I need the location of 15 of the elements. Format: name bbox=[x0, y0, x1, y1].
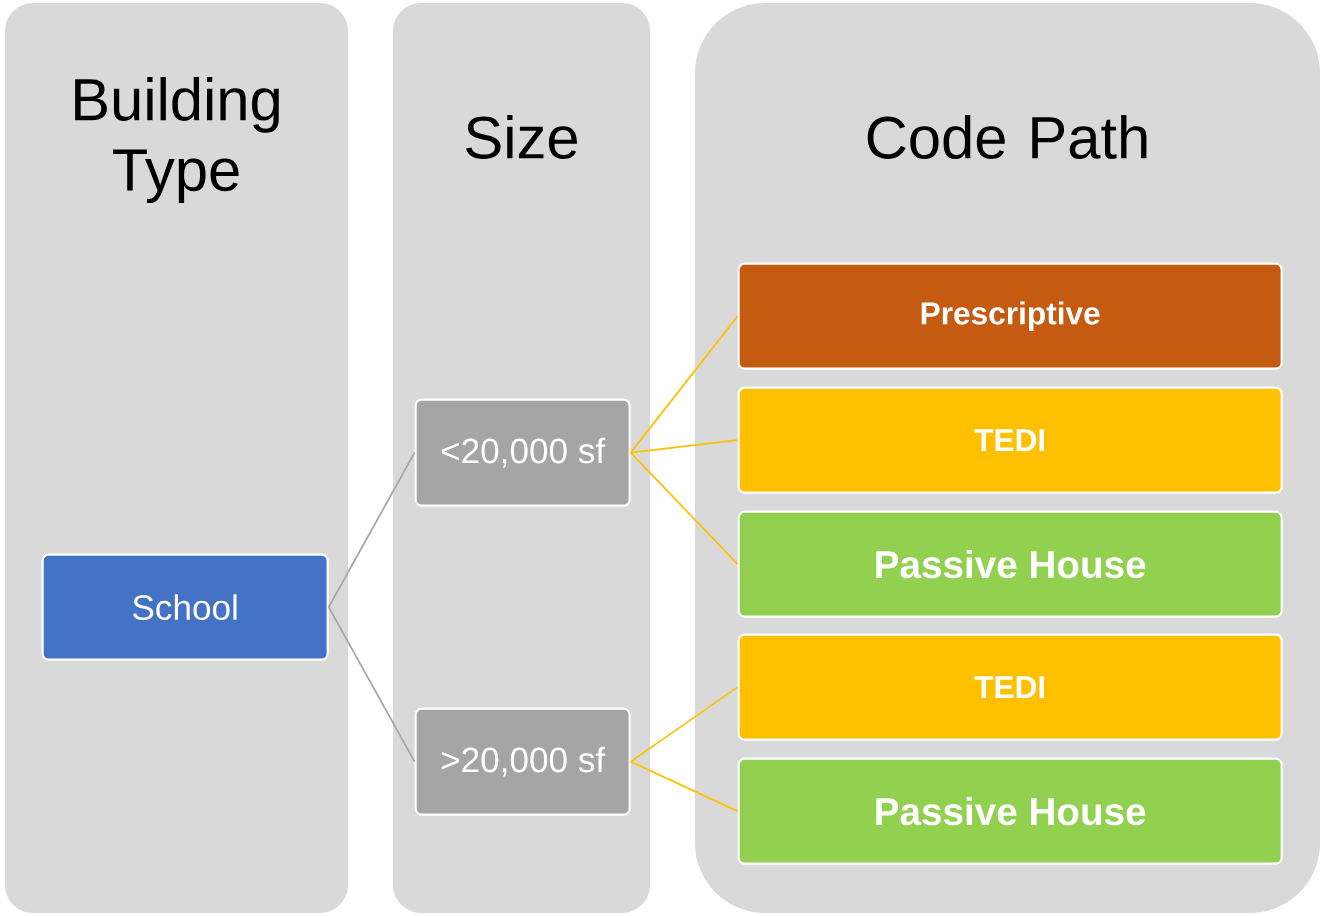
connector-line bbox=[629, 686, 739, 763]
code-path-box: TEDI bbox=[737, 386, 1283, 494]
code-path-box: Passive House bbox=[737, 757, 1283, 865]
connector-line bbox=[629, 760, 739, 813]
size-box: >20,000 sf bbox=[414, 707, 631, 816]
connector-line bbox=[629, 315, 739, 454]
connector-line bbox=[327, 451, 416, 609]
code-path-box: TEDI bbox=[737, 633, 1283, 741]
connector-line bbox=[629, 451, 739, 565]
size-box: <20,000 sf bbox=[414, 398, 631, 507]
code-path-box: Passive House bbox=[737, 510, 1283, 618]
connector-line bbox=[629, 439, 739, 454]
connector-line bbox=[327, 606, 416, 763]
code-path-box: Prescriptive bbox=[737, 262, 1283, 370]
school-box: School bbox=[41, 553, 329, 661]
